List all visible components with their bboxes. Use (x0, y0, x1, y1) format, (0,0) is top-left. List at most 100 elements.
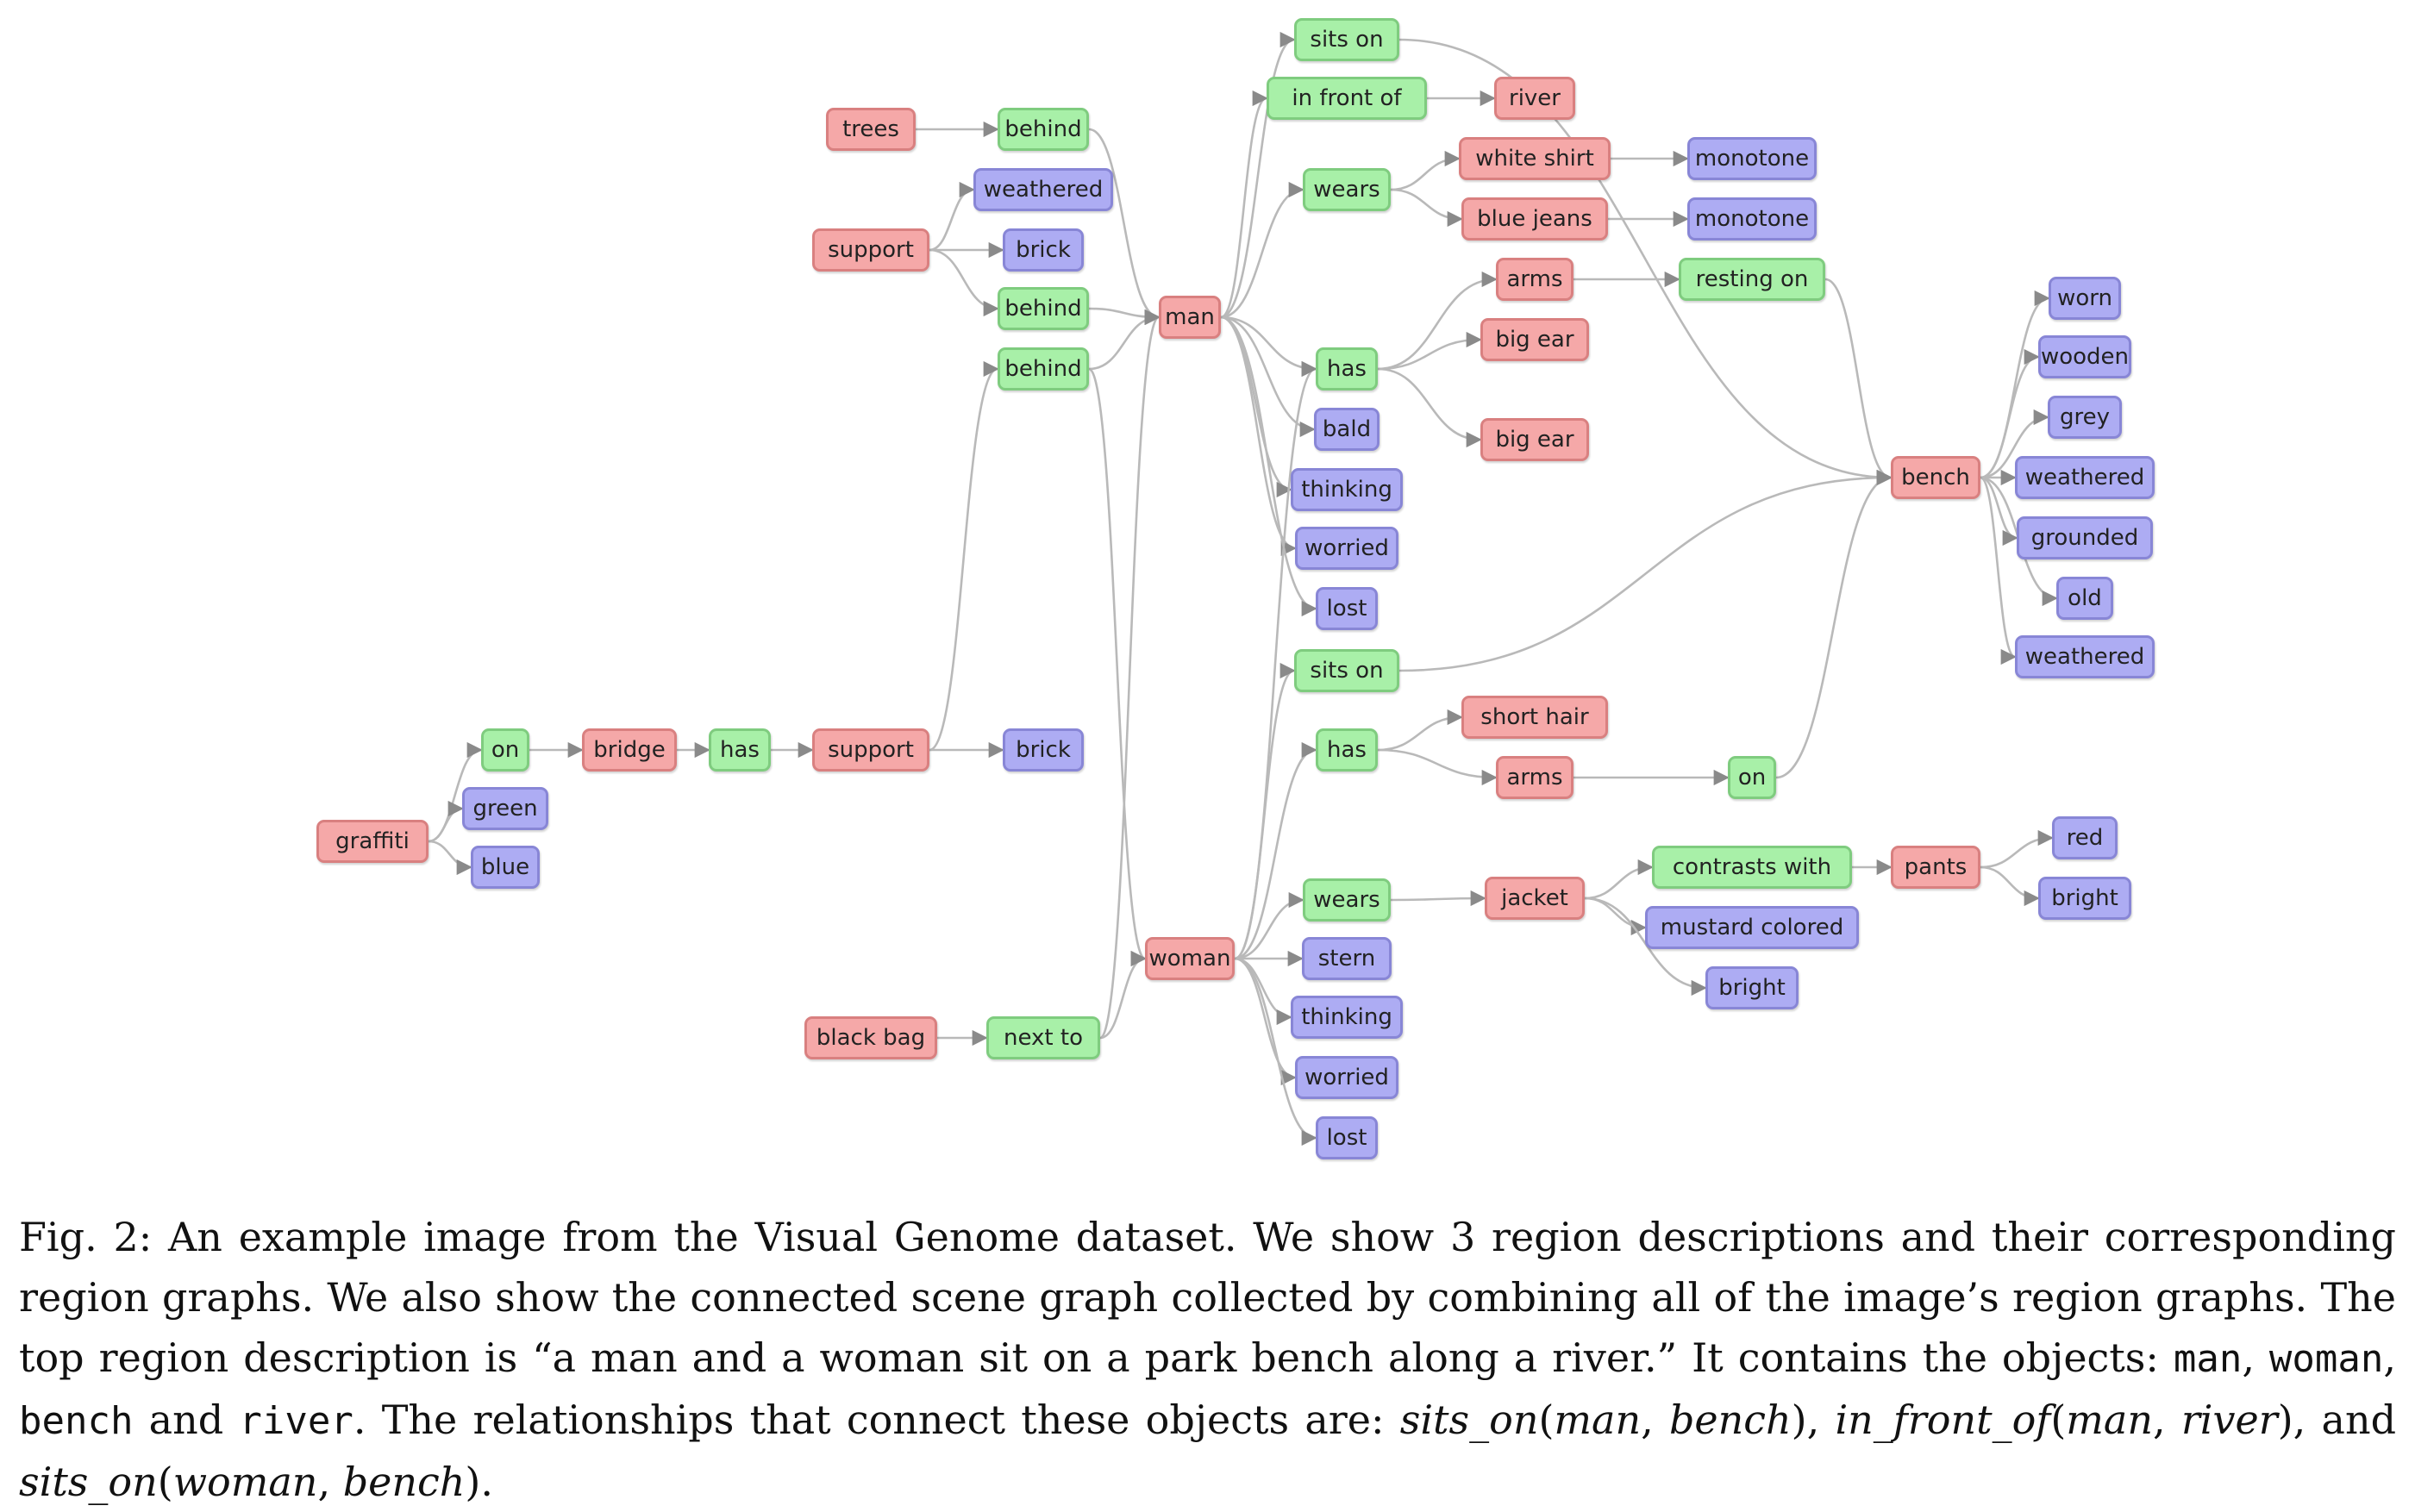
edge-man-infrontof (1220, 91, 1268, 319)
edge-nextto-man (1098, 309, 1161, 1040)
node-bright1: bright (1705, 966, 1799, 1009)
node-lost2: lost (1316, 1116, 1378, 1159)
edge-has3-arms2 (1377, 748, 1498, 786)
node-contrastswith: contrasts with (1652, 846, 1852, 889)
node-jacket: jacket (1485, 877, 1585, 920)
edge-jacket-contrastswith (1584, 859, 1654, 900)
edge-support2-behind3 (929, 361, 999, 752)
node-bridge: bridge (582, 728, 677, 772)
node-arms1: arms (1496, 258, 1574, 301)
edge-man-has2 (1220, 316, 1317, 378)
edge-wears1-bluejeans (1390, 188, 1463, 228)
edge-man-sitson1 (1220, 32, 1296, 319)
node-sitson2: sits on (1294, 649, 1399, 692)
node-on1: on (481, 728, 529, 772)
node-trees: trees (826, 108, 916, 151)
node-bigear2: big ear (1480, 418, 1589, 461)
edge-nextto-woman (1099, 950, 1147, 1040)
node-has3: has (1316, 728, 1378, 772)
edge-behind1-man (1088, 128, 1161, 326)
edge-bench-grounded (1980, 476, 2018, 547)
node-restingon: resting on (1679, 258, 1825, 301)
node-man: man (1159, 296, 1221, 339)
node-blue: blue (471, 846, 540, 889)
edge-pants-bright2 (1980, 865, 2040, 907)
graph-edges (428, 32, 2058, 1146)
node-weathered1: weathered (973, 168, 1113, 211)
edge-woman-has2 (1234, 361, 1317, 960)
edge-pants-red (1980, 829, 2054, 869)
node-green: green (462, 787, 548, 830)
node-bright2: bright (2038, 877, 2131, 920)
node-blackbag: black bag (804, 1016, 937, 1059)
node-woman: woman (1145, 937, 1235, 980)
node-graffiti: graffiti (316, 820, 429, 863)
edge-man-bald (1220, 316, 1316, 438)
node-shorthair: short hair (1461, 696, 1608, 739)
node-brick2: brick (1003, 728, 1084, 772)
node-support2: support (812, 728, 929, 772)
edge-bench-wooden (1980, 348, 2040, 479)
node-wears1: wears (1303, 168, 1391, 211)
edge-graffiti-green (428, 800, 464, 843)
node-bluejeans: blue jeans (1461, 197, 1608, 241)
node-thinking1: thinking (1291, 468, 1403, 511)
edge-has2-bigear1 (1377, 331, 1482, 371)
figure-caption: Fig. 2: An example image from the Visual… (19, 1214, 2397, 1505)
edge-woman-lost2 (1234, 957, 1317, 1146)
edge-graffiti-blue (428, 840, 472, 876)
edge-sitson1-bench (1398, 38, 1893, 486)
edge-wears2-jacket (1390, 890, 1486, 907)
node-has1: has (709, 728, 771, 772)
edge-woman-wears2 (1234, 891, 1304, 960)
node-nextto: next to (986, 1016, 1100, 1059)
node-infrontof: in front of (1267, 77, 1427, 120)
edge-has2-bigear2 (1377, 367, 1482, 448)
node-old: old (2056, 577, 2113, 620)
edge-man-lost1 (1220, 316, 1317, 616)
node-stern: stern (1302, 937, 1392, 980)
node-monotone2: monotone (1687, 197, 1817, 241)
node-sitson1: sits on (1294, 18, 1399, 61)
edge-bench-weathered3 (1980, 476, 2017, 665)
node-arms2: arms (1496, 756, 1574, 799)
node-mustard: mustard colored (1645, 906, 1859, 949)
edge-support1-weathered1 (929, 181, 975, 252)
node-lost1: lost (1316, 587, 1378, 630)
edge-on2-bench (1775, 469, 1893, 779)
node-behind2: behind (998, 287, 1089, 330)
edge-wears1-whiteshirt (1390, 150, 1461, 191)
node-grounded: grounded (2017, 516, 2153, 559)
node-bald: bald (1314, 408, 1380, 451)
edge-sitson2-bench (1398, 469, 1893, 672)
node-thinking2: thinking (1291, 996, 1403, 1039)
node-behind3: behind (998, 347, 1089, 390)
node-worried1: worried (1295, 527, 1398, 570)
edge-support1-behind2 (929, 248, 999, 317)
node-bigear1: big ear (1480, 318, 1589, 361)
node-weathered2: weathered (2015, 456, 2155, 499)
edge-behind3-woman (1088, 367, 1147, 966)
node-pants: pants (1891, 846, 1980, 889)
edge-restingon-bench (1824, 278, 1893, 486)
edge-woman-worried2 (1234, 957, 1297, 1086)
edge-man-wears1 (1220, 181, 1304, 319)
node-has2: has (1316, 347, 1378, 390)
caption-label: Fig. 2: (19, 1214, 153, 1260)
edge-has3-shorthair (1377, 709, 1463, 752)
node-behind1: behind (998, 108, 1089, 151)
node-wooden: wooden (2038, 335, 2131, 378)
edge-jacket-mustard (1584, 897, 1647, 936)
node-monotone1: monotone (1687, 137, 1817, 180)
node-river: river (1494, 77, 1575, 120)
edge-woman-has3 (1234, 741, 1317, 960)
scene-graph-figure: graffiti on green blue bridge has support brick… (316, 18, 2155, 1159)
node-weathered3: weathered (2015, 635, 2155, 678)
node-brick1: brick (1003, 228, 1084, 272)
node-bench: bench (1891, 456, 1980, 499)
node-on2: on (1728, 756, 1776, 799)
edge-bench-worn (1980, 290, 2050, 479)
edge-has2-arms1 (1377, 271, 1498, 371)
node-worn: worn (2049, 277, 2121, 320)
edge-bench-grey (1980, 409, 2049, 479)
